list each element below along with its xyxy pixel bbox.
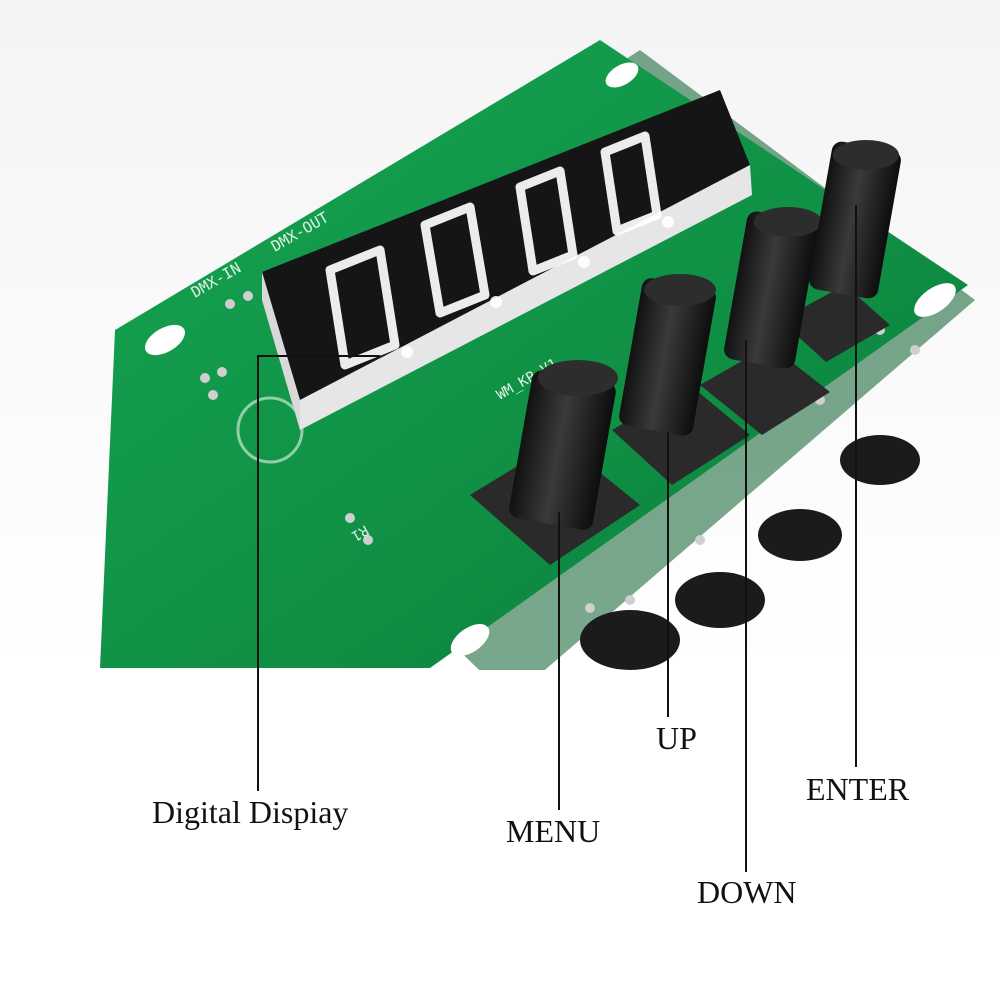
enter-callout-line	[855, 205, 857, 767]
menu-button-cap	[509, 360, 618, 530]
silkscreen-circle	[236, 396, 304, 464]
underside-connectors	[580, 435, 920, 670]
button-caps	[509, 140, 901, 530]
mounting-holes	[145, 62, 956, 656]
digital-display-module	[262, 90, 752, 430]
up-label: UP	[656, 720, 697, 756]
down-button-cap	[724, 207, 822, 369]
enter-label: ENTER	[806, 771, 910, 807]
digital-display-label: Digital Dispiay	[152, 794, 349, 830]
display-callout-horizontal	[257, 355, 380, 357]
pcb-board	[100, 40, 968, 668]
down-callout-line	[745, 340, 747, 872]
display-callout-vertical	[257, 355, 259, 791]
led-digits	[325, 131, 662, 370]
pcb-photo: DMX-IN DMX-OUT WM_KP-V1 R1	[0, 0, 1000, 670]
menu-callout-line	[558, 512, 560, 810]
silkscreen-r1: R1	[348, 522, 371, 544]
menu-label: MENU	[506, 813, 601, 849]
down-label: DOWN	[697, 874, 797, 910]
up-callout-line	[667, 432, 669, 717]
up-button-cap	[619, 274, 716, 436]
